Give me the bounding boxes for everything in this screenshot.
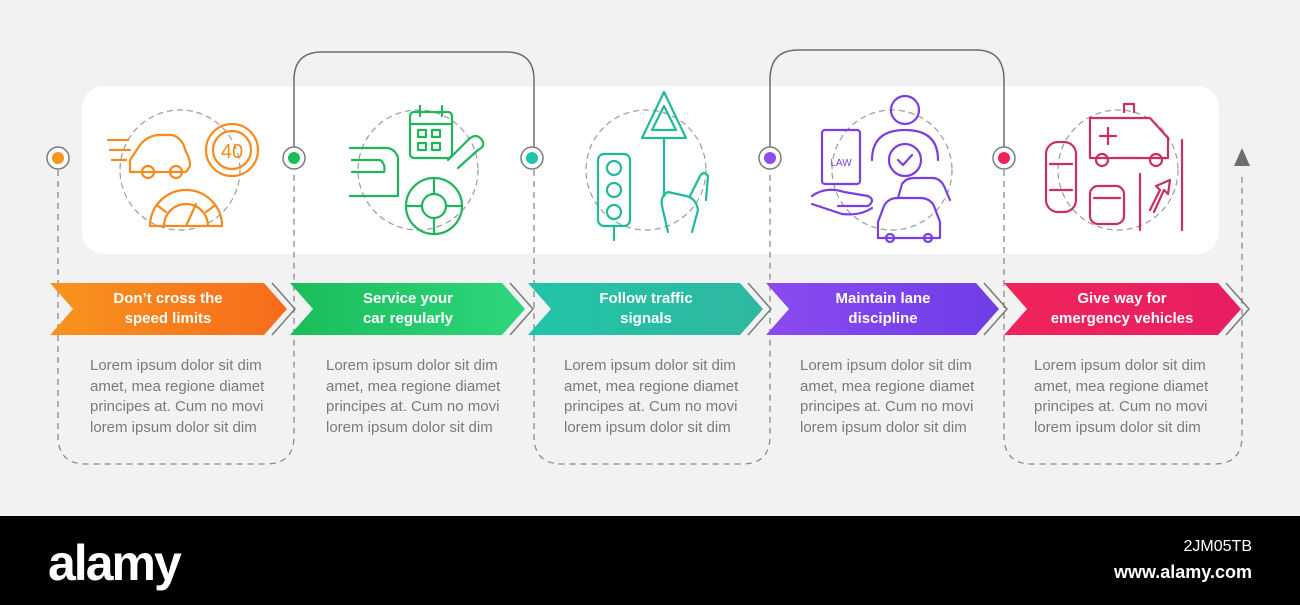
step-desc-2-line2: amet, mea regione diamet xyxy=(326,377,501,395)
step-desc-1-line2: amet, mea regione diamet xyxy=(90,377,265,395)
lane-discipline-icon: LAW xyxy=(810,94,953,244)
step-title-5: Give way for emergency vehicles xyxy=(1027,283,1217,335)
node-1 xyxy=(46,146,70,170)
traffic-light-icon xyxy=(585,90,710,242)
watermark-footer: alamy 2JM05TB www.alamy.com xyxy=(0,516,1300,605)
step-desc-3-line3: principes at. Cum no movi xyxy=(564,398,738,415)
svg-text:40: 40 xyxy=(221,141,243,163)
step-desc-5: Lorem ipsum dolor sit dim amet, mea regi… xyxy=(1034,356,1224,438)
step-desc-4-line4: lorem ipsum dolor sit dim xyxy=(800,418,967,436)
step-desc-4-line2: amet, mea regione diamet xyxy=(800,377,975,395)
step-desc-4: Lorem ipsum dolor sit dim amet, mea regi… xyxy=(800,356,990,438)
step-desc-3: Lorem ipsum dolor sit dim amet, mea regi… xyxy=(564,356,754,438)
step-desc-3-line2: amet, mea regione diamet xyxy=(564,377,739,395)
step-arrow-1 xyxy=(50,282,297,336)
site-url: www.alamy.com xyxy=(1113,562,1252,582)
node-3 xyxy=(520,146,544,170)
step-desc-3-line4: lorem ipsum dolor sit dim xyxy=(564,418,731,436)
step-title-2: Service your car regularly xyxy=(313,283,503,335)
step-title-4-line2: discipline xyxy=(848,310,918,327)
step-title-3-line2: signals xyxy=(620,310,672,327)
connector-solid-2 xyxy=(769,49,1005,158)
svg-text:LAW: LAW xyxy=(830,158,852,169)
step-desc-5-line2: amet, mea regione diamet xyxy=(1034,377,1209,395)
step-title-3: Follow traffic signals xyxy=(551,283,741,335)
emergency-vehicles-icon xyxy=(1044,102,1184,232)
step-desc-2-line4: lorem ipsum dolor sit dim xyxy=(326,418,493,436)
step-title-4: Maintain lane discipline xyxy=(789,283,977,335)
node-4 xyxy=(758,146,782,170)
icon-panel xyxy=(82,86,1219,254)
speed-limit-icon: 40 xyxy=(106,109,260,231)
end-arrow-icon xyxy=(1234,148,1250,166)
step-title-3-line1: Follow traffic xyxy=(599,290,693,307)
node-2 xyxy=(282,146,306,170)
step-desc-3-line1: Lorem ipsum dolor sit dim xyxy=(564,357,736,374)
step-desc-1-line4: lorem ipsum dolor sit dim xyxy=(90,418,257,436)
step-desc-2-line1: Lorem ipsum dolor sit dim xyxy=(326,357,498,374)
step-title-1-line2: speed limits xyxy=(124,310,212,327)
brand-logo: alamy xyxy=(48,535,182,591)
step-desc-1-line1: Lorem ipsum dolor sit dim xyxy=(90,357,262,374)
step-arrow-3 xyxy=(528,282,773,336)
connector-dashed-3 xyxy=(1003,170,1243,465)
step-desc-4-line1: Lorem ipsum dolor sit dim xyxy=(800,357,972,374)
step-desc-5-line3: principes at. Cum no movi xyxy=(1034,398,1208,415)
step-arrow-5 xyxy=(1004,282,1251,336)
image-id: 2JM05TB xyxy=(1183,538,1252,555)
step-title-5-line1: Give way for xyxy=(1077,290,1167,307)
step-title-1: Don’t cross the speed limits xyxy=(73,283,263,335)
step-desc-1: Lorem ipsum dolor sit dim amet, mea regi… xyxy=(90,356,280,438)
step-desc-2-line3: principes at. Cum no movi xyxy=(326,398,500,415)
step-arrow-4 xyxy=(766,282,1009,336)
step-desc-5-line1: Lorem ipsum dolor sit dim xyxy=(1034,357,1206,374)
step-title-2-line2: car regularly xyxy=(362,310,454,327)
connector-solid-1 xyxy=(293,51,535,158)
connector-dashed-1 xyxy=(57,170,295,465)
step-arrow-2 xyxy=(290,282,535,336)
step-title-2-line1: Service your xyxy=(362,290,454,307)
step-desc-1-line3: principes at. Cum no movi xyxy=(90,398,264,415)
step-title-5-line2: emergency vehicles xyxy=(1050,310,1194,327)
node-5 xyxy=(992,146,1016,170)
car-service-icon xyxy=(348,104,485,236)
step-title-4-line1: Maintain lane xyxy=(835,290,931,307)
step-desc-4-line3: principes at. Cum no movi xyxy=(800,398,974,415)
step-desc-2: Lorem ipsum dolor sit dim amet, mea regi… xyxy=(326,356,516,438)
connector-dashed-2 xyxy=(533,170,771,465)
step-title-1-line1: Don’t cross the xyxy=(113,290,223,307)
step-desc-5-line4: lorem ipsum dolor sit dim xyxy=(1034,418,1201,436)
